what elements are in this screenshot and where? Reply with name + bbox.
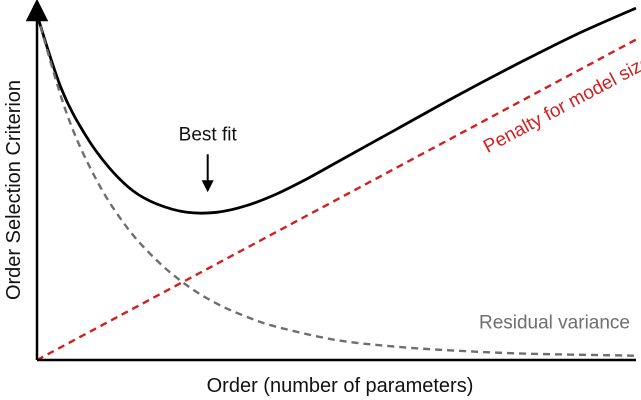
penalty-for-model-size-label: Penalty for model size [480,51,641,158]
best-fit-label: Best fit [179,124,238,145]
y-axis-title: Order Selection Criterion [3,80,25,300]
criterion-line [35,6,637,215]
penalty-for-model-size-line [36,38,637,362]
residual-variance-label: Residual variance [479,313,630,334]
best-fit-arrow-head [201,180,214,193]
series-layer [35,6,637,362]
x-axis-title: Order (number of parameters) [207,375,474,397]
